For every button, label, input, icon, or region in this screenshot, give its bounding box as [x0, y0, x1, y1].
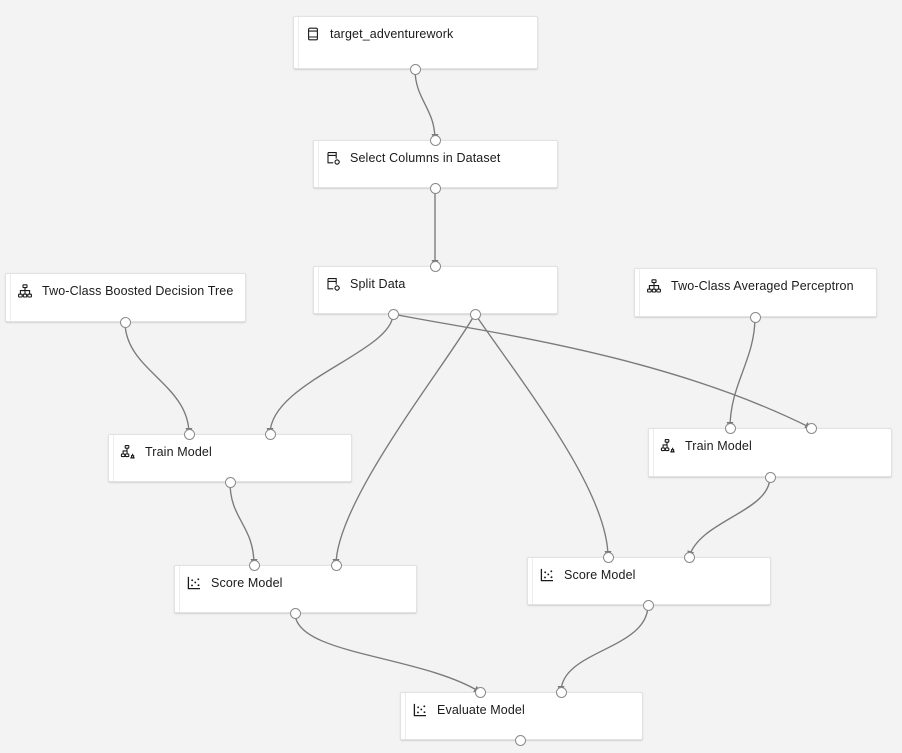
node-title: Split Data [350, 277, 406, 291]
train-model-icon [660, 438, 676, 454]
node-header: Evaluate Model [412, 702, 634, 718]
node-accent-bar [635, 269, 640, 316]
input-port-evaluate_model-0[interactable] [474, 686, 486, 698]
node-header: Two-Class Boosted Decision Tree [17, 283, 237, 299]
input-port-train_model_left-1[interactable] [264, 428, 276, 440]
evaluate-model-icon [412, 702, 428, 718]
output-port-evaluate_model-0[interactable] [514, 734, 526, 746]
train-model-icon [120, 444, 136, 460]
node-title: Two-Class Averaged Perceptron [671, 279, 854, 293]
node-title: target_adventurework [330, 27, 454, 41]
node-header: Train Model [120, 444, 343, 460]
node-train_model_right[interactable]: Train Model [648, 428, 892, 477]
input-port-split_data-0[interactable] [429, 260, 441, 272]
node-train_model_left[interactable]: Train Model [108, 434, 352, 482]
node-accent-bar [294, 17, 299, 68]
input-port-score_model_right-1[interactable] [683, 551, 695, 563]
node-split_data[interactable]: Split Data [313, 266, 558, 314]
node-accent-bar [528, 558, 533, 604]
output-port-score_model_left-0[interactable] [289, 607, 301, 619]
node-header: Score Model [186, 575, 408, 591]
node-title: Score Model [211, 576, 283, 590]
score-model-icon [539, 567, 555, 583]
node-header: Train Model [660, 438, 883, 454]
node-header: target_adventurework [305, 26, 529, 42]
output-port-target_adventurework-0[interactable] [409, 63, 421, 75]
output-port-train_model_right-0[interactable] [764, 471, 776, 483]
node-header: Score Model [539, 567, 762, 583]
algorithm-tree-icon [17, 283, 33, 299]
node-accent-bar [314, 267, 319, 313]
node-target_adventurework[interactable]: target_adventurework [293, 16, 538, 69]
node-evaluate_model[interactable]: Evaluate Model [400, 692, 643, 740]
input-port-train_model_right-0[interactable] [724, 422, 736, 434]
node-score_model_right[interactable]: Score Model [527, 557, 771, 605]
node-title: Two-Class Boosted Decision Tree [42, 284, 234, 298]
input-port-score_model_left-1[interactable] [330, 559, 342, 571]
input-port-train_model_right-1[interactable] [805, 422, 817, 434]
input-port-train_model_left-0[interactable] [183, 428, 195, 440]
node-two_class_boosted_decision_tree[interactable]: Two-Class Boosted Decision Tree [5, 273, 246, 322]
node-two_class_averaged_perceptron[interactable]: Two-Class Averaged Perceptron [634, 268, 877, 317]
node-accent-bar [401, 693, 406, 739]
output-port-split_data-1[interactable] [469, 308, 481, 320]
algorithm-tree-icon [646, 278, 662, 294]
output-port-split_data-0[interactable] [387, 308, 399, 320]
output-port-score_model_right-0[interactable] [642, 599, 654, 611]
node-score_model_left[interactable]: Score Model [174, 565, 417, 613]
input-port-evaluate_model-1[interactable] [555, 686, 567, 698]
split-data-icon [325, 276, 341, 292]
node-header: Select Columns in Dataset [325, 150, 549, 166]
output-port-select_columns_in_dataset-0[interactable] [429, 182, 441, 194]
score-model-icon [186, 575, 202, 591]
node-title: Train Model [145, 445, 212, 459]
node-title: Train Model [685, 439, 752, 453]
input-port-score_model_right-0[interactable] [602, 551, 614, 563]
input-port-score_model_left-0[interactable] [248, 559, 260, 571]
node-header: Split Data [325, 276, 549, 292]
node-accent-bar [314, 141, 319, 187]
node-select_columns_in_dataset[interactable]: Select Columns in Dataset [313, 140, 558, 188]
output-port-two_class_boosted_decision_tree-0[interactable] [119, 316, 131, 328]
node-accent-bar [175, 566, 180, 612]
node-header: Two-Class Averaged Perceptron [646, 278, 868, 294]
database-icon [305, 26, 321, 42]
node-accent-bar [6, 274, 11, 321]
node-accent-bar [649, 429, 654, 476]
input-port-select_columns_in_dataset-0[interactable] [429, 134, 441, 146]
node-title: Select Columns in Dataset [350, 151, 501, 165]
select-columns-icon [325, 150, 341, 166]
node-accent-bar [109, 435, 114, 481]
output-port-two_class_averaged_perceptron-0[interactable] [749, 311, 761, 323]
output-port-train_model_left-0[interactable] [224, 476, 236, 488]
node-title: Evaluate Model [437, 703, 525, 717]
node-title: Score Model [564, 568, 636, 582]
